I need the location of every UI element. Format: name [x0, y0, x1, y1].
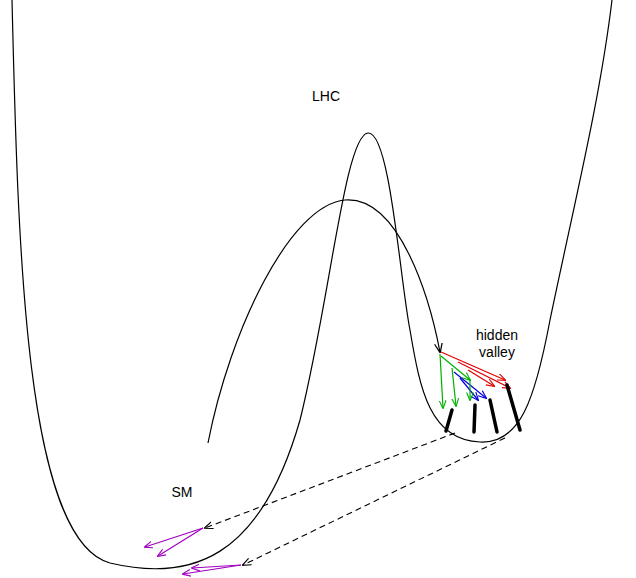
text-label: hidden valley — [467, 327, 527, 361]
decay-links — [205, 433, 505, 565]
text-label: SM — [172, 484, 193, 501]
text-label: LHC — [312, 88, 340, 105]
cascade-arrows — [440, 352, 510, 408]
potential-curve — [12, 0, 612, 569]
hidden-particles — [446, 385, 520, 432]
lhc-trajectory — [208, 200, 440, 443]
sm-products — [145, 528, 241, 574]
